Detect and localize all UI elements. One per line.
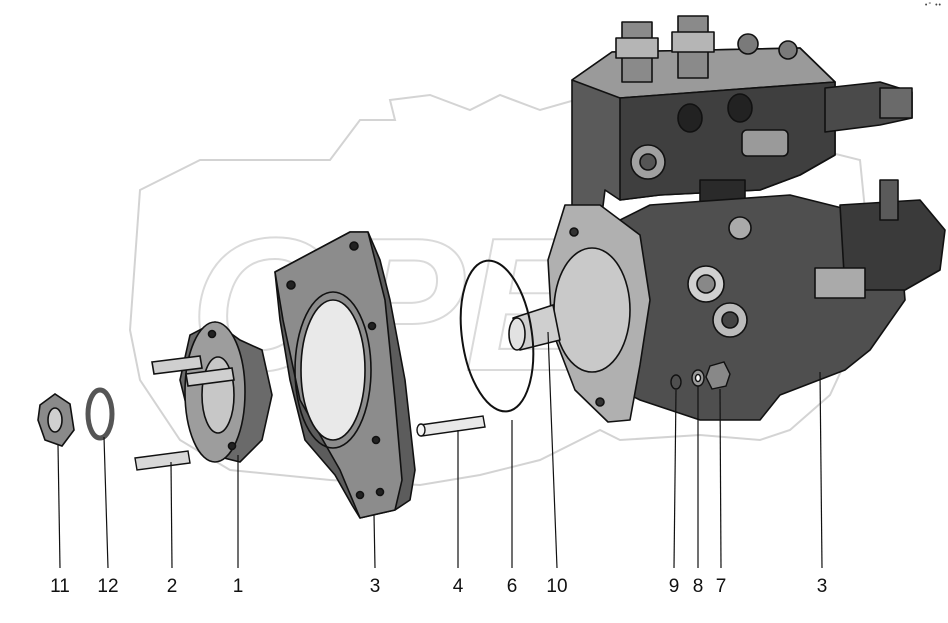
hub-stud-1 (151, 355, 203, 375)
callout-12: 12 (97, 576, 119, 597)
adapter-plate-bore (300, 299, 366, 441)
callout-2: 2 (166, 576, 178, 597)
o-ring-6 (459, 259, 535, 413)
pressure-boss-inner (696, 274, 716, 294)
washer-8-hole (694, 373, 702, 383)
middle-bolt (728, 216, 752, 240)
callout-7: 7 (715, 576, 727, 597)
o-ring-9 (670, 374, 682, 390)
top-fitting-right-hex (671, 31, 715, 53)
hub-stud-2 (185, 367, 235, 387)
leader-3b (819, 371, 823, 569)
right-connector-tip (879, 87, 913, 119)
top-port-b (778, 40, 798, 60)
upper-boss-hole (639, 153, 657, 171)
callout-11: 11 (50, 576, 70, 597)
drive-shaft-end (508, 317, 526, 351)
upper-port-2 (727, 93, 753, 123)
corner-mark: •° •• (924, 2, 942, 9)
leader-10 (547, 331, 558, 569)
leader-2 (170, 461, 173, 569)
dowel-pin-4 (416, 415, 486, 437)
small-valve (741, 129, 789, 157)
flange-bolt-bottom (595, 397, 605, 407)
leader-12 (103, 436, 109, 569)
pump-flange-face (553, 247, 631, 373)
top-fitting-left-hex (615, 37, 659, 59)
adapter-plate (274, 231, 416, 519)
leader-7 (719, 388, 722, 569)
plate-hole-2 (349, 241, 359, 251)
leader-9 (673, 389, 677, 569)
plate-hole-3 (367, 321, 377, 331)
leader-lines (57, 331, 823, 569)
plate-hole-4 (371, 435, 381, 445)
plate-hole-1 (286, 280, 296, 290)
fuel-pump-assembly (508, 15, 946, 423)
hub-hole-top (207, 329, 217, 339)
plate-hole-5 (355, 490, 365, 500)
callout-10: 10 (546, 576, 568, 597)
nut-11 (37, 393, 75, 447)
top-port-a (737, 33, 759, 55)
dowel-pin-4-body (419, 415, 486, 437)
solenoid-plug (879, 179, 899, 221)
adapter-plate-bore-ring (294, 291, 372, 449)
dowel-pin-4-end (416, 423, 426, 437)
hub-hole-bottom (227, 441, 237, 451)
leader-3a (373, 514, 376, 569)
flange-bolt-top (569, 227, 579, 237)
lower-boss-hole (721, 311, 739, 329)
nut-7 (705, 361, 731, 390)
side-plug (814, 267, 866, 299)
callout-3-left: 3 (369, 576, 381, 597)
small-parts (670, 361, 731, 390)
drive-hub (151, 321, 273, 463)
plate-hole-6 (375, 487, 385, 497)
lock-washer-12-ring (85, 387, 115, 441)
callout-1: 1 (232, 576, 244, 597)
callout-4: 4 (452, 576, 464, 597)
callout-8: 8 (692, 576, 704, 597)
stud-2 (134, 450, 191, 471)
pump-lower-housing (599, 194, 906, 421)
nut-11-bore (47, 407, 63, 433)
upper-port-1 (677, 103, 703, 133)
callout-6: 6 (506, 576, 518, 597)
callout-3-right: 3 (816, 576, 828, 597)
lock-washer-12 (85, 387, 115, 441)
leader-11 (57, 444, 61, 569)
callout-9: 9 (668, 576, 680, 597)
